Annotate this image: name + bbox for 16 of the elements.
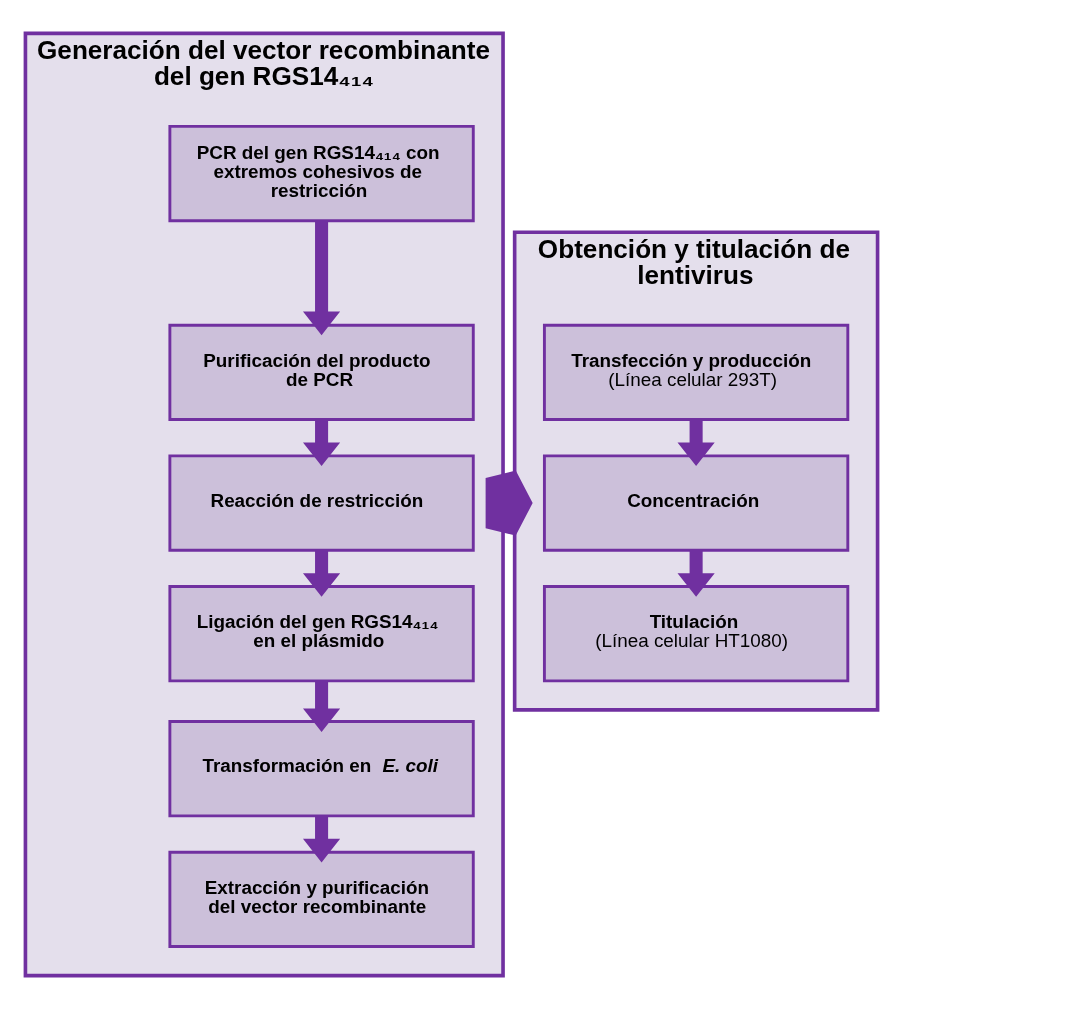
node-box: Concentración — [542, 454, 850, 552]
node-box: Transformación en E. coli — [168, 720, 475, 818]
arrow — [302, 550, 341, 597]
node-box: Reacción de restricción — [168, 454, 475, 552]
arrow — [302, 816, 341, 863]
arrow — [302, 681, 341, 733]
node-box: Extracción y purificación del vector recombinante — [168, 850, 475, 948]
node-box: PCR del gen RGS14₄₁₄ con extremos cohesivos de restricción — [168, 124, 475, 223]
node-box: Ligación del gen RGS14₄₁₄ en el plásmido — [168, 585, 475, 683]
arrow — [302, 220, 341, 336]
arrow — [677, 419, 715, 467]
node-box: Purificación del producto de PCR — [168, 323, 475, 422]
node-box: Transfección y producción (Línea celular 293T) — [542, 323, 850, 422]
arrow — [302, 419, 341, 467]
arrow — [677, 550, 715, 597]
node-box: Titulación (Línea celular HT1080) — [542, 585, 850, 683]
